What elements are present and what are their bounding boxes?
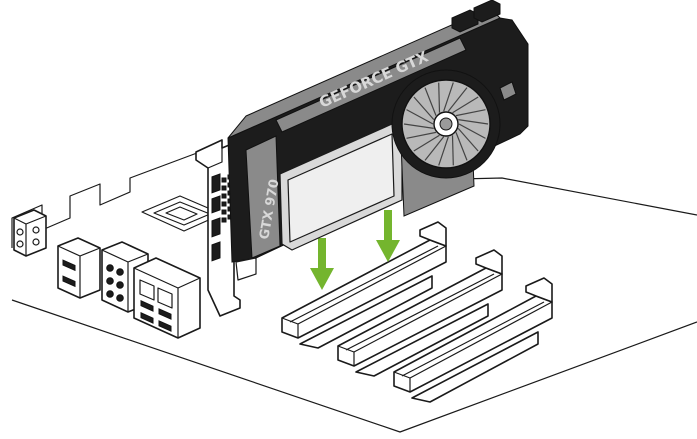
lan-usb-ports <box>134 258 200 338</box>
graphics-card: GEFORCE GTX GTX 970 <box>196 0 528 316</box>
usb-ports-left <box>58 238 100 298</box>
fan-blade <box>439 83 440 113</box>
audio-connector <box>14 210 46 256</box>
fan-blade <box>453 135 454 165</box>
insert-arrow-left <box>310 238 334 290</box>
cooling-fan <box>392 70 500 178</box>
insert-arrow-right <box>376 210 400 262</box>
